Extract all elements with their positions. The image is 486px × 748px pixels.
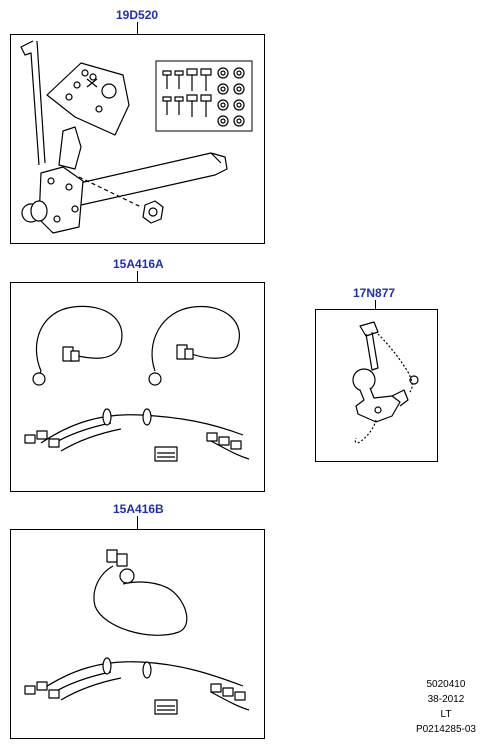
drawing-reference: 5020410 38-2012 LT P0214285-03 xyxy=(416,677,476,737)
reference-line-2: 38-2012 xyxy=(427,694,465,705)
reference-line-1: 5020410 xyxy=(426,679,466,690)
part-label-19d520: 19D520 xyxy=(116,8,159,22)
part-label-15a416a: 15A416A xyxy=(113,257,164,271)
wiring-kit-a-panel xyxy=(10,282,265,492)
leader-line xyxy=(137,22,138,34)
nut-set xyxy=(217,67,245,127)
tow-bar-kit-illustration xyxy=(20,40,253,234)
tow-ball-illustration xyxy=(352,321,419,444)
wiring-kit-b-illustration xyxy=(24,549,250,715)
tow-ball-panel xyxy=(315,309,438,462)
reference-line-3: LT xyxy=(440,709,452,720)
leader-line xyxy=(137,516,138,529)
part-label-15a416b: 15A416B xyxy=(113,502,164,516)
tow-bar-kit-panel xyxy=(10,34,265,244)
leader-line xyxy=(137,271,138,282)
wiring-kit-a-illustration xyxy=(24,305,250,462)
reference-line-4: P0214285-03 xyxy=(415,724,476,735)
leader-line xyxy=(375,300,376,309)
bolt-set xyxy=(162,68,212,117)
part-label-17n877: 17N877 xyxy=(353,286,396,300)
wiring-kit-b-panel xyxy=(10,529,265,739)
